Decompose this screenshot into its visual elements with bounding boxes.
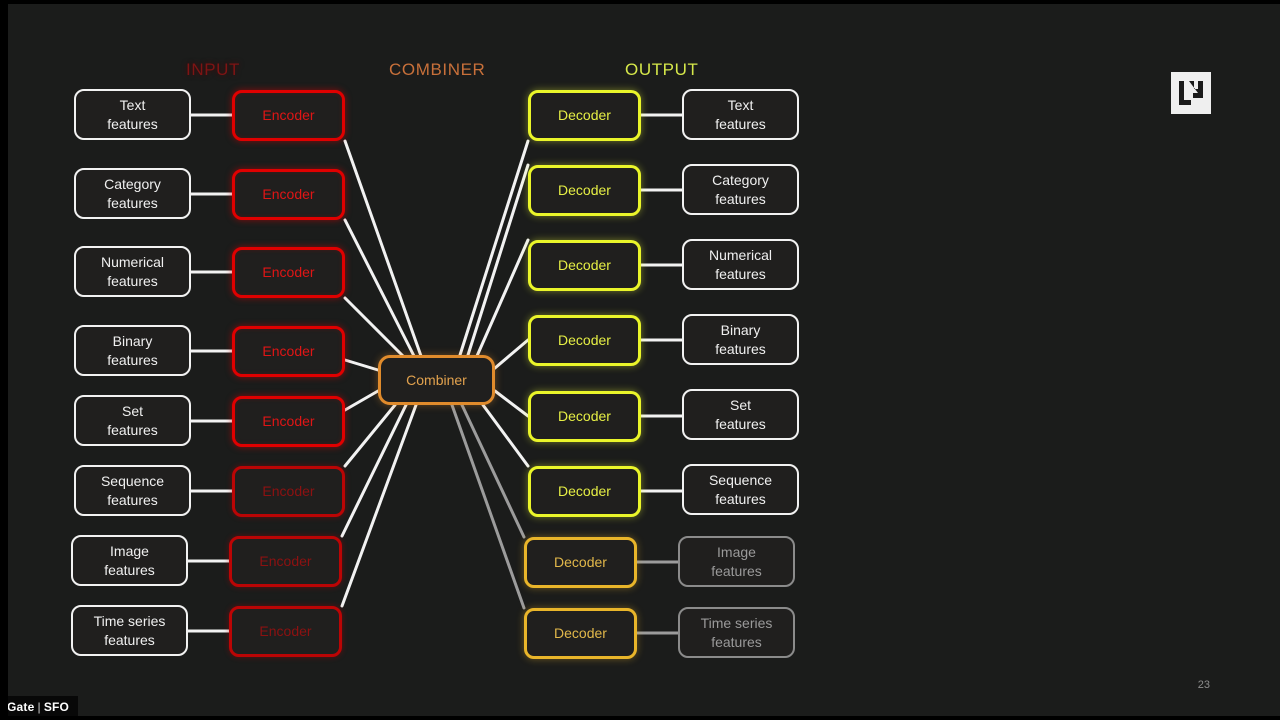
badge-right-text: SFO bbox=[43, 700, 70, 714]
badge-left-text: Gate bbox=[7, 700, 35, 714]
decoder-8-label: Decoder bbox=[554, 625, 607, 642]
decoder-7-label: Decoder bbox=[554, 554, 607, 571]
encoder-3[interactable]: Encoder bbox=[232, 247, 345, 298]
encoder-7[interactable]: Encoder bbox=[229, 536, 342, 587]
decoder-3-label: Decoder bbox=[558, 257, 611, 274]
decoder-5-label: Decoder bbox=[558, 408, 611, 425]
header-combiner: COMBINER bbox=[389, 60, 486, 79]
footer-badge: Gate|SFO bbox=[0, 696, 79, 719]
encoder-2-label: Encoder bbox=[262, 186, 315, 203]
encoder-6-label: Encoder bbox=[262, 483, 315, 500]
edge-encoder-combiner-8 bbox=[340, 403, 418, 608]
encoder-4-label: Encoder bbox=[262, 343, 315, 360]
header-input: INPUT bbox=[186, 60, 240, 79]
logo-glyph bbox=[1177, 79, 1205, 107]
encoder-1[interactable]: Encoder bbox=[232, 90, 345, 141]
decoder-1[interactable]: Decoder bbox=[528, 90, 641, 141]
header-output: OUTPUT bbox=[625, 60, 699, 79]
combiner-node-label: Combiner bbox=[406, 371, 467, 388]
edge-combiner-decoder-7 bbox=[460, 403, 526, 539]
edge-encoder-combiner-4 bbox=[343, 358, 380, 372]
combiner-node[interactable]: Combiner bbox=[378, 355, 495, 405]
decoder-2-label: Decoder bbox=[558, 182, 611, 199]
decoder-7[interactable]: Decoder bbox=[524, 537, 637, 588]
edge-combiner-decoder-5 bbox=[493, 389, 530, 418]
edge-combiner-decoder-3 bbox=[475, 238, 530, 358]
letterbox-bottom bbox=[0, 716, 1280, 720]
encoder-8-label: Encoder bbox=[259, 623, 312, 640]
edge-encoder-combiner-2 bbox=[343, 218, 416, 358]
encoder-5-label: Encoder bbox=[262, 413, 315, 430]
ludwig-logo bbox=[1171, 72, 1211, 114]
edge-encoder-combiner-7 bbox=[340, 403, 408, 538]
decoder-6-label: Decoder bbox=[558, 483, 611, 500]
letterbox-top bbox=[0, 0, 1280, 4]
edge-combiner-decoder-2 bbox=[466, 163, 530, 357]
edge-combiner-decoder-8 bbox=[450, 403, 526, 610]
encoder-1-label: Encoder bbox=[262, 107, 315, 124]
decoder-4[interactable]: Decoder bbox=[528, 315, 641, 366]
encoder-3-label: Encoder bbox=[262, 264, 315, 281]
decoder-1-label: Decoder bbox=[558, 107, 611, 124]
encoder-6[interactable]: Encoder bbox=[232, 466, 345, 517]
decoder-8[interactable]: Decoder bbox=[524, 608, 637, 659]
edge-encoder-combiner-6 bbox=[343, 403, 397, 468]
decoder-4-label: Decoder bbox=[558, 332, 611, 349]
decoder-3[interactable]: Decoder bbox=[528, 240, 641, 291]
encoder-4[interactable]: Encoder bbox=[232, 326, 345, 377]
letterbox-left bbox=[0, 0, 8, 720]
encoder-5[interactable]: Encoder bbox=[232, 396, 345, 447]
edge-combiner-decoder-4 bbox=[493, 338, 530, 370]
decoder-2[interactable]: Decoder bbox=[528, 165, 641, 216]
edge-combiner-decoder-6 bbox=[481, 403, 530, 468]
decoder-6[interactable]: Decoder bbox=[528, 466, 641, 517]
page-number: 23 bbox=[1197, 679, 1210, 691]
encoder-7-label: Encoder bbox=[259, 553, 312, 570]
edge-encoder-combiner-5 bbox=[343, 389, 380, 412]
badge-separator: | bbox=[37, 700, 41, 714]
edge-encoder-combiner-1 bbox=[343, 139, 423, 358]
edge-combiner-decoder-1 bbox=[458, 139, 530, 357]
edge-encoder-combiner-3 bbox=[343, 296, 406, 359]
decoder-5[interactable]: Decoder bbox=[528, 391, 641, 442]
encoder-8[interactable]: Encoder bbox=[229, 606, 342, 657]
encoder-2[interactable]: Encoder bbox=[232, 169, 345, 220]
